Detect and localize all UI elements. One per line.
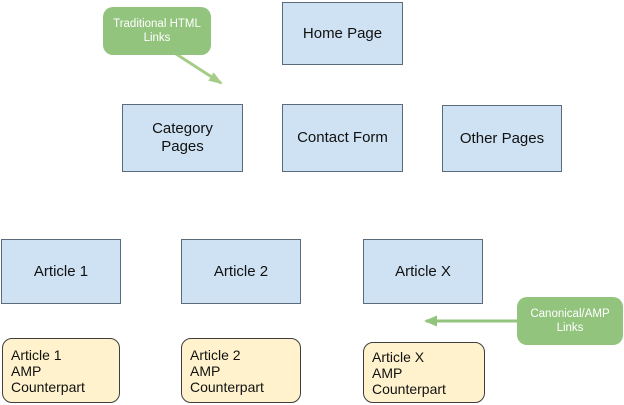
node-label: Category Pages <box>152 120 213 155</box>
node-label: Article X AMP Counterpart <box>372 348 446 397</box>
callout-canonical-amp-links: Canonical/AMP Links <box>517 297 623 345</box>
node-article-x-amp-counterpart: Article X AMP Counterpart <box>363 342 485 403</box>
node-category-pages: Category Pages <box>122 104 243 172</box>
callout-label: Canonical/AMP Links <box>530 308 610 334</box>
node-label: Article 2 <box>213 262 269 280</box>
node-article-1: Article 1 <box>1 239 121 304</box>
node-label: Article 2 AMP Counterpart <box>190 346 264 395</box>
node-article-2: Article 2 <box>181 239 301 304</box>
callout-traditional-html-links: Traditional HTML Links <box>103 7 211 55</box>
node-article-2-amp-counterpart: Article 2 AMP Counterpart <box>181 338 301 403</box>
node-label: Home Page <box>302 24 383 42</box>
node-label: Article X <box>395 262 451 280</box>
node-label: Article 1 AMP Counterpart <box>11 346 85 395</box>
node-label: Contact Form <box>297 129 388 146</box>
node-contact-form: Contact Form <box>282 104 403 172</box>
node-article-x: Article X <box>363 239 483 304</box>
node-home-page: Home Page <box>282 2 403 65</box>
callout-label: Traditional HTML Links <box>113 18 201 44</box>
node-other-pages: Other Pages <box>442 105 562 172</box>
node-article-1-amp-counterpart: Article 1 AMP Counterpart <box>2 338 120 403</box>
node-label: Other Pages <box>459 129 545 147</box>
traditional-links-arrow <box>172 50 223 85</box>
node-label: Article 1 <box>33 262 89 280</box>
